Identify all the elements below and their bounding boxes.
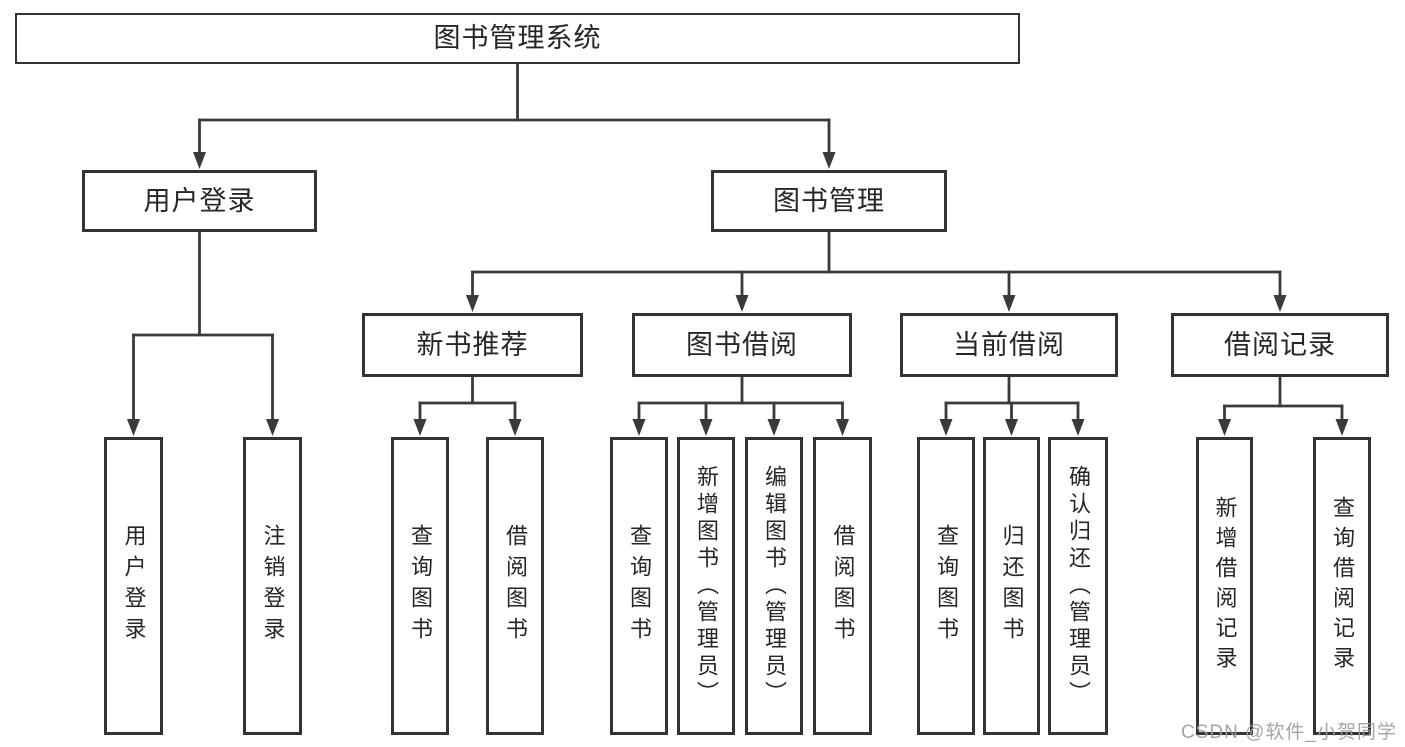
edge-book-mgmt — [466, 230, 1287, 312]
diagram-node-leaf-user-login: 用户登录 — [104, 437, 163, 735]
watermark: CSDN @软件_小贺同学 — [1181, 722, 1397, 743]
diagram-node-leaf-nb-borrow: 借阅图书 — [486, 437, 544, 735]
diagram-node-leaf-cb-query: 查询图书 — [917, 437, 975, 735]
diagram-node-leaf-bb-query: 查询图书 — [610, 437, 668, 735]
diagram-node-leaf-bb-borrow: 借阅图书 — [813, 437, 872, 735]
diagram-node-book-borrow: 图书借阅 — [632, 313, 852, 377]
diagram-node-borrow-record: 借阅记录 — [1171, 313, 1389, 377]
diagram-node-book-mgmt: 图书管理 — [711, 170, 947, 232]
diagram-node-leaf-nb-query: 查询图书 — [391, 437, 449, 735]
edge-book-borrow — [632, 375, 849, 436]
diagram-node-leaf-logout: 注销登录 — [243, 437, 302, 735]
diagram-node-root: 图书管理系统 — [15, 13, 1020, 64]
diagram-node-leaf-bb-add: 新增图书（管理员） — [677, 437, 735, 735]
diagram-node-leaf-cb-confirm: 确认归还（管理员） — [1048, 437, 1108, 735]
diagram-node-user-login: 用户登录 — [82, 170, 317, 232]
edge-current-borrow — [939, 375, 1085, 436]
diagram-node-leaf-cb-return: 归还图书 — [983, 437, 1040, 735]
edge-new-book-rec — [413, 375, 522, 436]
diagram-node-leaf-br-query: 查询借阅记录 — [1313, 437, 1371, 735]
edge-borrow-record — [1218, 375, 1349, 436]
diagram-node-leaf-br-add: 新增借阅记录 — [1196, 437, 1253, 735]
edge-root — [193, 62, 836, 169]
diagram-node-new-book-rec: 新书推荐 — [362, 313, 583, 377]
diagram-node-leaf-bb-edit: 编辑图书（管理员） — [745, 437, 803, 735]
diagram-node-current-borrow: 当前借阅 — [900, 313, 1118, 377]
edge-user-login — [127, 230, 279, 436]
